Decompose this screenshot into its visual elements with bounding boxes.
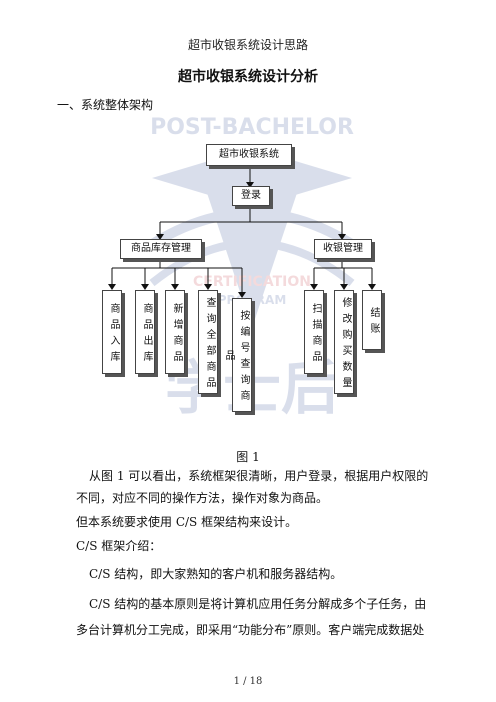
figure-caption: 图 1 [236,450,260,464]
diagram-inventory-box: 商品库存管理 [120,239,202,259]
page-number: 1 / 18 [233,676,263,687]
diagram-stock-out-box: 商品出库 [135,290,155,374]
watermark-text-1: POST-BACHELOR [150,115,354,140]
paragraph-5-line-1: C/S 结构的基本原则是将计算机应用任务分解成多个子任务，由 [89,597,427,611]
diagram-scan-goods-box: 扫描商品 [304,290,324,374]
diagram-root-box: 超市收银系统 [206,144,292,166]
paragraph-2: 但本系统要求使用 C/S 框架结构来设计。 [76,515,298,529]
diagram-checkout-box: 结账 [362,290,382,350]
paragraph-4: C/S 结构，即大家熟知的客户机和服务器结构。 [89,567,343,581]
diagram-cashier-box: 收银管理 [314,239,372,259]
diagram-stock-in-box: 商品入库 [102,290,122,374]
running-header: 超市收银系统设计思路 [187,38,308,52]
watermark-logo: POST-BACHELOR CERTIFICATION PROGRAM 学士后 [129,115,375,422]
paragraph-1-line-2: 不同，对应不同的操作方法，操作对象为商品。 [76,491,329,505]
diagram-query-by-id-box: 按编号查询商品 [223,298,252,412]
diagram-query-all-box: 查询全部商品 [198,290,218,394]
document-title: 超市收银系统设计分析 [178,69,318,85]
watermark-text-2: CERTIFICATION [193,274,311,290]
paragraph-5-line-2: 多台计算机分工完成，即采用“功能分布”原则。客户端完成数据处 [76,623,425,637]
diagram-login-box: 登录 [232,186,270,206]
mortarboard-shape [152,148,352,208]
diagram-add-goods-box: 新增商品 [165,290,185,374]
paragraph-3: C/S 框架介绍： [76,539,162,553]
paragraph-1-line-1: 从图 1 可以看出，系统框架很清晰，用户登录，根据用户权限的 [89,469,429,483]
diagram-modify-quantity-box: 修改购买数量 [334,290,354,394]
section-heading: 一、系统整体架构 [57,98,154,112]
